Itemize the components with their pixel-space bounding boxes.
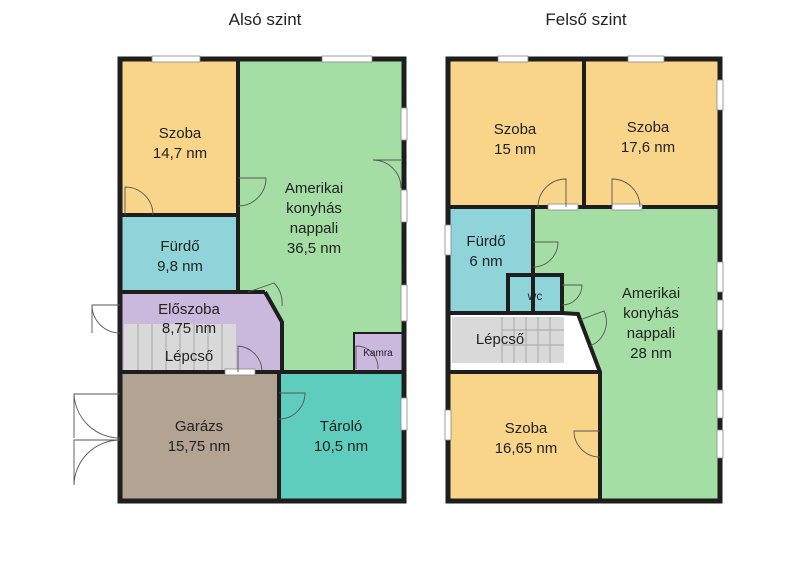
- furdo-lower-area: 9,8 nm: [157, 258, 203, 275]
- nappali-lower-name-2: konyhás: [286, 200, 342, 217]
- upper-floor-title: Felső szint: [545, 10, 627, 29]
- room-kamra-lower[interactable]: [354, 333, 404, 372]
- door-szoba2-upper: [611, 178, 641, 208]
- szoba1-upper-name: Szoba: [494, 121, 537, 138]
- szoba3-upper-name: Szoba: [505, 420, 548, 437]
- door-szoba3-upper: [573, 430, 601, 458]
- door-stairs-upper: [579, 310, 607, 347]
- door-furdo-upper: [532, 241, 559, 268]
- kamra-lower-name: Kamra: [363, 348, 393, 359]
- door-nappali-szoba-lower: [237, 177, 267, 207]
- tarolo-lower-area: 10,5 nm: [314, 438, 368, 455]
- szoba3-upper-area: 16,65 nm: [495, 440, 558, 457]
- nappali-upper-area: 28 nm: [630, 345, 672, 362]
- room-garazs-lower[interactable]: [120, 372, 279, 501]
- door-garage-lower: [73, 393, 121, 486]
- door-kamra-lower: [355, 345, 379, 370]
- szoba-lower-name: Szoba: [159, 125, 202, 142]
- room-szoba2-upper[interactable]: [584, 59, 720, 207]
- door-entrance-lower: [91, 304, 121, 334]
- door-furdo-lower: [247, 282, 283, 307]
- tarolo-lower-name: Tároló: [320, 418, 363, 435]
- lower-floor-title: Alsó szint: [229, 10, 302, 29]
- szoba2-upper-area: 17,6 nm: [621, 139, 675, 156]
- lepcso-lower-name: Lépcső: [165, 348, 213, 365]
- furdo-lower-name: Fürdő: [160, 238, 199, 255]
- nappali-lower-area: 36,5 nm: [287, 240, 341, 257]
- eloszoba-lower-area: 8,75 nm: [162, 320, 216, 337]
- upper-floor-plan: Felső szint Szoba 15 nm Szoba 17,6 nm Fü…: [444, 10, 724, 504]
- szoba1-upper-area: 15 nm: [494, 141, 536, 158]
- nappali-lower-name-3: nappali: [290, 220, 338, 237]
- nappali-upper-name-2: konyhás: [623, 305, 679, 322]
- lepcso-upper-name: Lépcső: [476, 331, 524, 348]
- room-szoba1-upper[interactable]: [448, 59, 584, 207]
- garazs-lower-name: Garázs: [175, 418, 223, 435]
- door-tarolo-lower: [278, 392, 306, 420]
- szoba2-upper-name: Szoba: [627, 119, 670, 136]
- furdo-upper-name: Fürdő: [466, 233, 505, 250]
- furdo-upper-area: 6 nm: [469, 253, 502, 270]
- garazs-lower-area: 15,75 nm: [168, 438, 231, 455]
- lower-floor-plan: Alsó szint Szoba 14,7 nm Amerikai konyhá…: [73, 10, 408, 504]
- room-furdo-lower[interactable]: [120, 215, 238, 292]
- wc-upper-name: wc: [527, 289, 543, 303]
- door-szoba-lower: [124, 186, 154, 216]
- nappali-upper-name-3: nappali: [627, 325, 675, 342]
- door-wc-upper: [561, 284, 583, 306]
- door-szoba1-upper: [537, 178, 567, 208]
- door-eloszoba-stairs-lower: [237, 345, 263, 372]
- nappali-upper-name-1: Amerikai: [622, 285, 680, 302]
- nappali-lower-name-1: Amerikai: [285, 180, 343, 197]
- door-nappali-outer-lower: [372, 159, 402, 189]
- room-nappali-upper[interactable]: [533, 207, 720, 501]
- room-tarolo-lower[interactable]: [279, 372, 404, 501]
- room-szoba-lower[interactable]: [120, 59, 238, 215]
- eloszoba-lower-name: Előszoba: [158, 301, 220, 318]
- szoba-lower-area: 14,7 nm: [153, 145, 207, 162]
